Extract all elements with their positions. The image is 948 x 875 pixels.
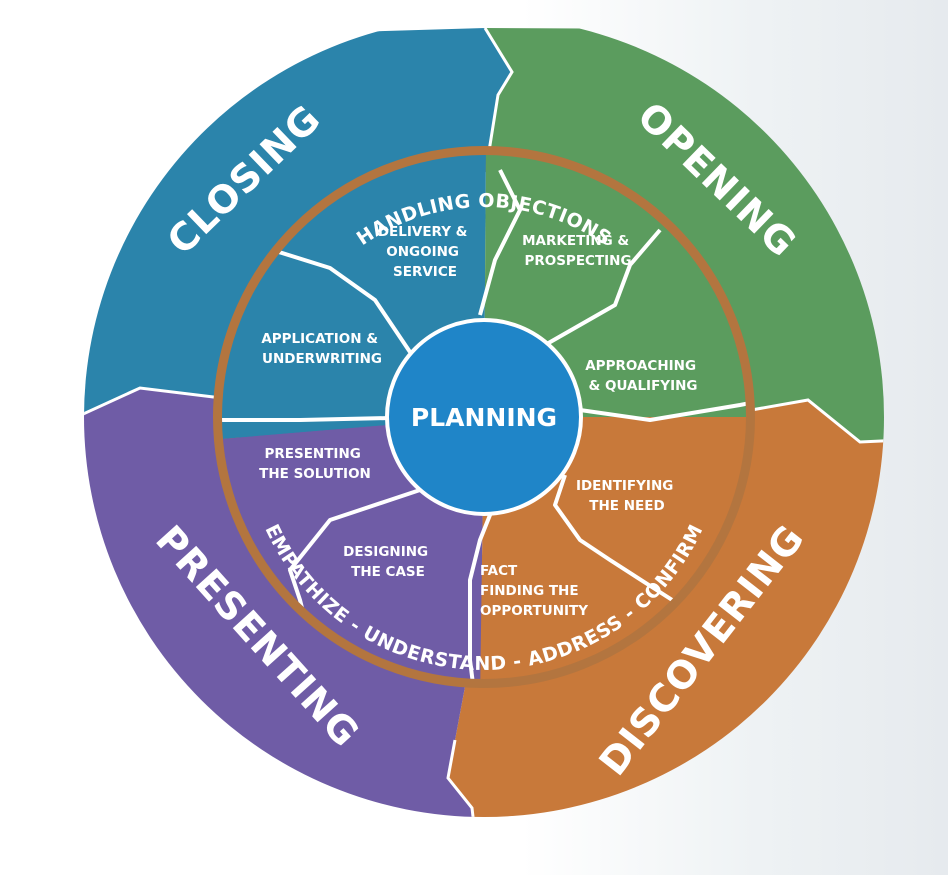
planning-label: PLANNING <box>411 403 557 432</box>
step-application-label: APPLICATION & UNDERWRITING <box>261 331 382 367</box>
step-approaching-label: APPROACHING & QUALIFYING <box>585 358 701 394</box>
step-delivery-label: DELIVERY & ONGOING SERVICE <box>378 224 472 280</box>
step-designing-label: DESIGNING THE CASE <box>343 544 433 580</box>
step-presenting-solution-label: PRESENTING THE SOLUTION <box>259 446 371 482</box>
planning-circle <box>385 318 583 516</box>
step-fact-finding-label: FACT FINDING THE OPPORTUNITY <box>480 563 588 619</box>
step-identifying-label: IDENTIFYING THE NEED <box>576 478 678 514</box>
step-marketing-label: MARKETING & PROSPECTING <box>522 233 634 269</box>
